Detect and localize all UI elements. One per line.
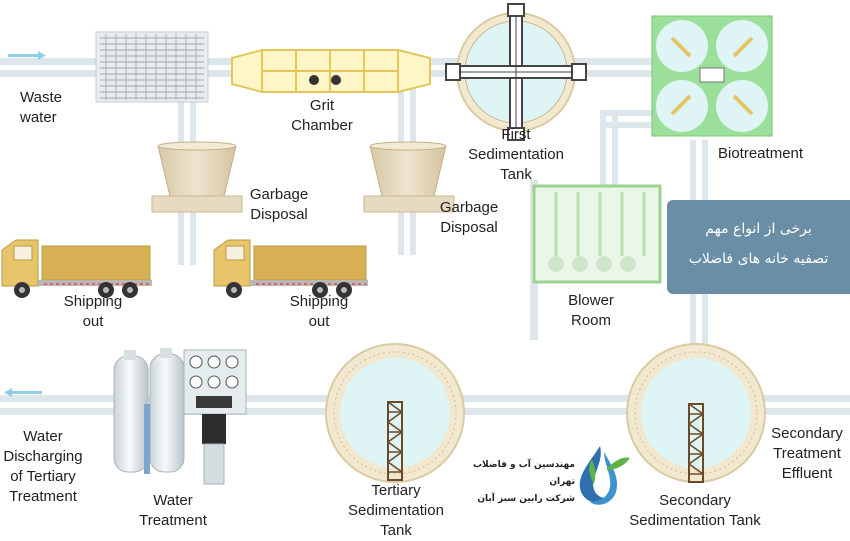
first-sedimentation-tank (445, 3, 587, 141)
label-line: Secondary (659, 492, 731, 509)
label-line: First (501, 126, 531, 143)
logo-text: مهندسین آب و فاضلاب تهران شرکت رابین سبز… (455, 457, 575, 508)
label-line: Room (570, 312, 611, 329)
tertiary-sedimentation-tank (325, 343, 465, 483)
label-line: Discharging (3, 448, 83, 465)
label-line: Water (153, 492, 193, 509)
screen-grid-icon (95, 31, 209, 103)
label-line: Treatment (9, 488, 77, 505)
label-waste-water: Waste water (20, 88, 62, 128)
info-box-line: تصفیه خانه های فاضلاب (688, 251, 829, 267)
grit-chamber (231, 49, 431, 93)
label-garbage-disposal-1: Garbage Disposal (242, 185, 316, 225)
label-line: Shipping (63, 293, 123, 310)
bin-icon (151, 141, 243, 213)
water-treatment-unit (113, 348, 247, 485)
info-box-line: برخی از انواع مهم (705, 221, 812, 237)
label-line: Chamber (291, 117, 353, 134)
label-line: Waste (20, 89, 62, 106)
label-first-sedimentation: First Sedimentation Tank (456, 125, 576, 185)
logo-line: شرکت رابین سبز آبان (477, 494, 575, 504)
label-line: out (308, 313, 330, 330)
label-line: Sedimentation (468, 146, 564, 163)
label-line: Garbage (439, 199, 499, 216)
logo-drop-icon (579, 446, 630, 505)
label-line: Secondary (771, 425, 843, 442)
label-shipping-out-2: Shipping out (282, 292, 356, 332)
label-line: out (82, 313, 104, 330)
label-line: Water (23, 428, 63, 445)
truck-icon (213, 239, 368, 298)
biotreatment-tank (651, 15, 773, 137)
label-line: Tank (500, 166, 532, 183)
flow-arrow-bottom (4, 388, 42, 397)
label-line: Disposal (440, 219, 498, 236)
label-grit-chamber: Grit Chamber (280, 96, 364, 136)
label-shipping-out-1: Shipping out (56, 292, 130, 332)
label-secondary-sedimentation: Secondary Sedimentation Tank (616, 491, 774, 531)
label-line: Treatment (773, 445, 841, 462)
label-biotreatment: Biotreatment (718, 145, 804, 162)
label-line: Tertiary (371, 482, 421, 499)
truck-icon (1, 239, 152, 298)
bin-icon (363, 141, 455, 213)
logo-line: مهندسین آب و فاضلاب تهران (473, 460, 575, 487)
blower-room (532, 184, 662, 284)
label-line: Sedimentation (348, 502, 444, 519)
info-box: برخی از انواع مهم تصفیه خانه های فاضلاب (667, 200, 850, 294)
label-line: Disposal (250, 206, 308, 223)
label-line: Blower (568, 292, 614, 309)
flow-arrow-top (8, 51, 46, 60)
label-secondary-effluent: Secondary Treatment Effluent (764, 424, 850, 484)
label-line: Grit (309, 97, 335, 114)
label-line: Shipping (289, 293, 349, 310)
label-garbage-disposal-2: Garbage Disposal (432, 198, 506, 238)
label-blower-room: Blower Room (556, 291, 626, 331)
label-water-treatment: Water Treatment (130, 491, 216, 531)
label-line: Tank (380, 522, 412, 539)
label-line: Effluent (781, 465, 833, 482)
label-line: water (20, 109, 57, 126)
label-line: Garbage (249, 186, 309, 203)
label-line: Sedimentation Tank (629, 512, 761, 529)
label-line: Treatment (139, 512, 207, 529)
label-tertiary-sedimentation: Tertiary Sedimentation Tank (336, 481, 456, 541)
label-line: of Tertiary (10, 468, 76, 485)
label-water-discharging: Water Discharging of Tertiary Treatment (0, 427, 86, 507)
secondary-sedimentation-tank (626, 343, 766, 483)
